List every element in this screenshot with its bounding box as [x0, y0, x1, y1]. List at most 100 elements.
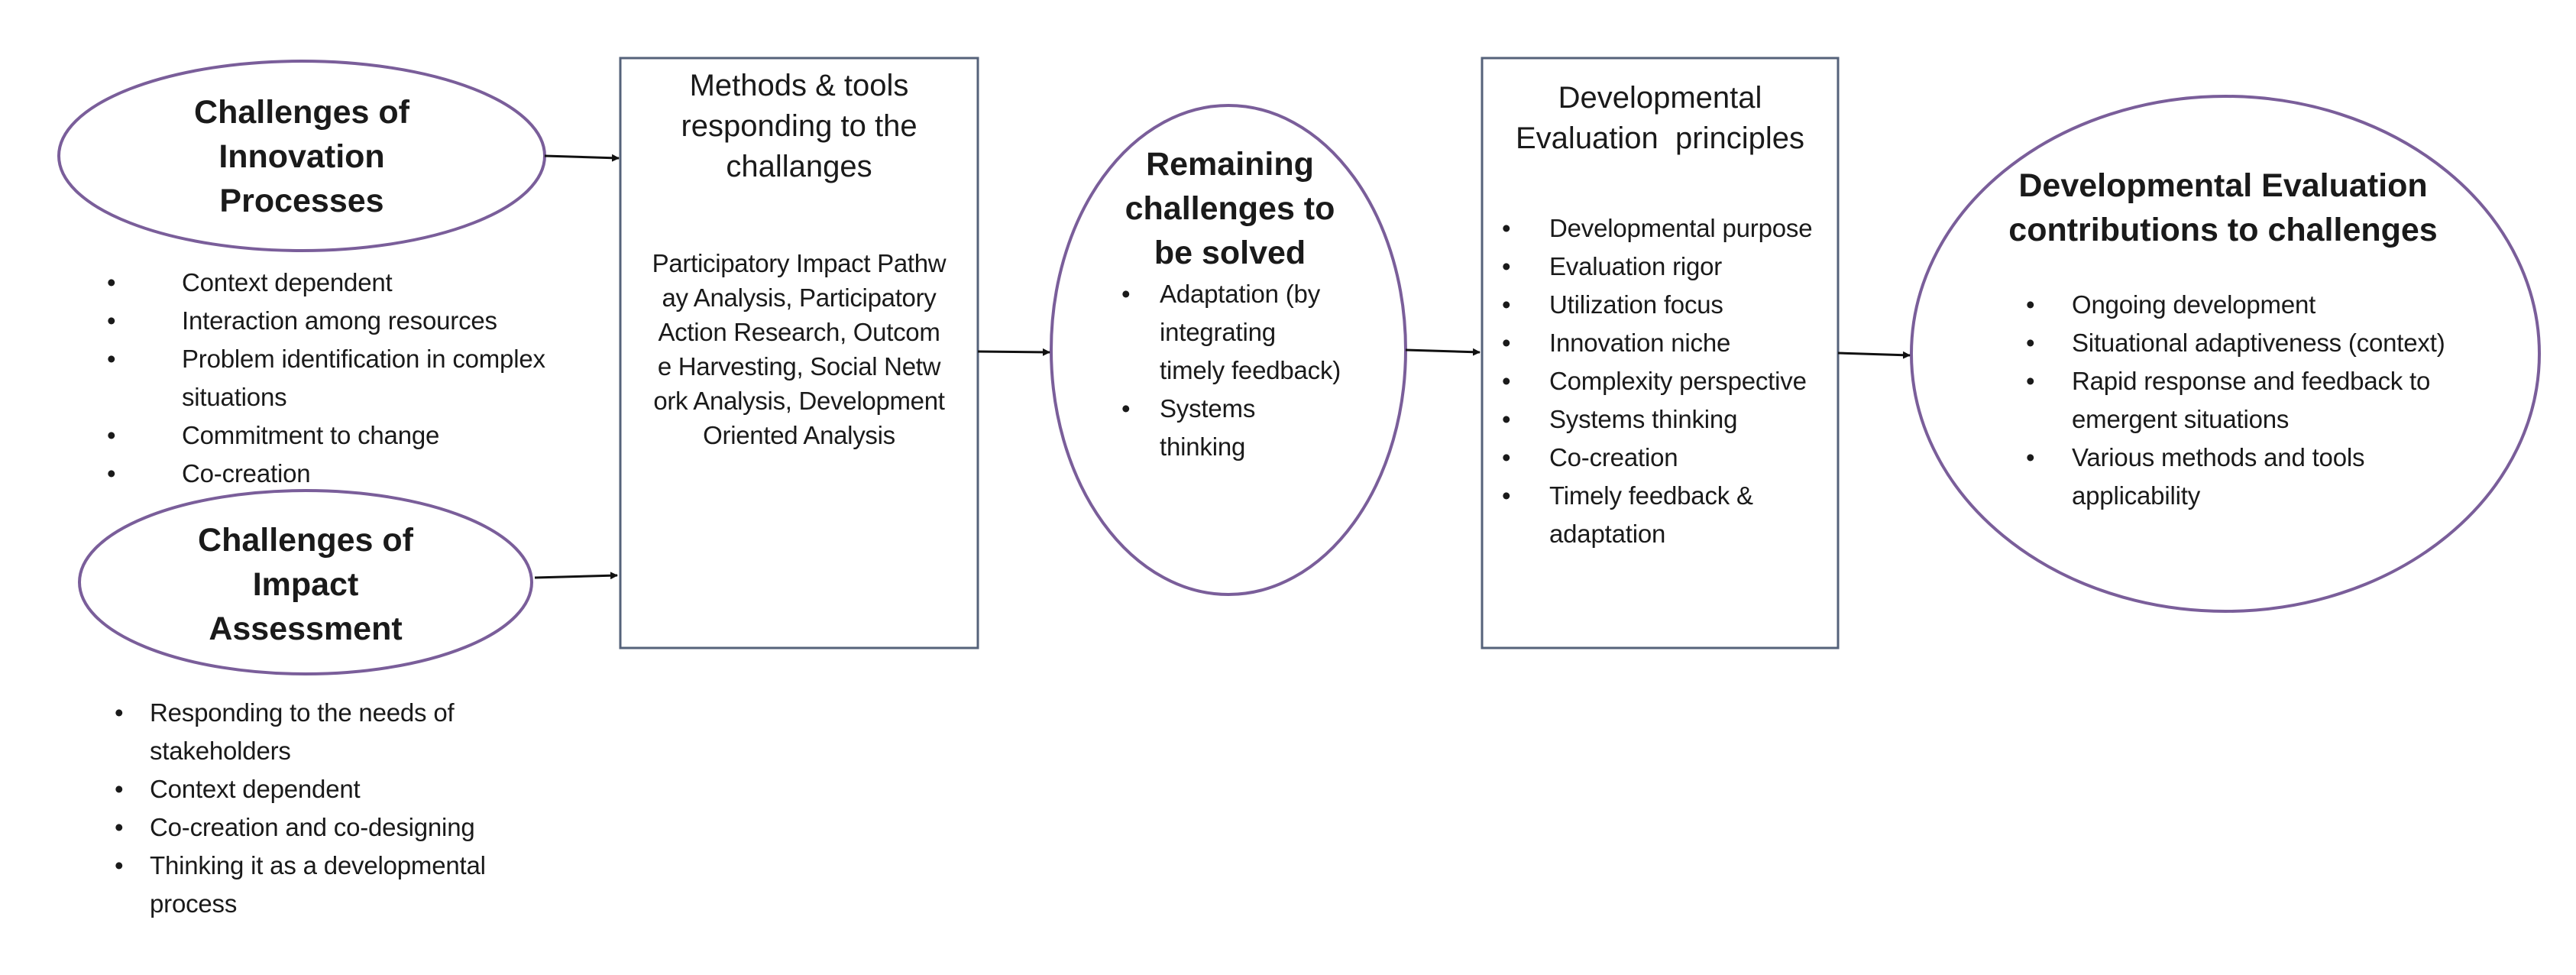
arrow-remaining-to-principles [1405, 348, 1481, 356]
list-item-text: Commitment to change [182, 421, 440, 449]
list-item-text: Co-creation and co-designing [150, 813, 475, 841]
list-item-text: Complexity perspective [1549, 367, 1807, 395]
list-item-text: Timely feedback & adaptation [1549, 481, 1753, 548]
body-line: Oriented Analysis [703, 421, 895, 449]
title-line: Evaluation principles [1516, 121, 1804, 155]
bullet-icon: • [107, 306, 116, 335]
bullet-icon: • [1502, 405, 1511, 433]
list-item: • Thinking it as a developmental process [115, 847, 512, 923]
title-line: Impact [252, 566, 359, 603]
list-item-text: Various methods and tools applicability [2072, 443, 2365, 510]
list-item-text: Context dependent [150, 775, 361, 803]
challenges-innovation-list: • Context dependent • Interaction among re… [107, 264, 581, 493]
bullet-icon: • [107, 268, 116, 296]
title-line: Developmental Evaluation [2018, 167, 2428, 204]
list-item: • Systems thinking [1121, 390, 1343, 466]
bullet-icon: • [2026, 290, 2035, 319]
title-line: Processes [219, 183, 384, 219]
list-item-text: Responding to the needs of stakeholders [150, 698, 455, 765]
list-item: • Situational adaptiveness (context) [2026, 324, 2454, 362]
bullet-icon: • [1502, 329, 1511, 357]
list-item: • Utilization focus [1502, 286, 1823, 324]
list-item: • Various methods and tools applicability [2026, 439, 2454, 515]
list-item-text: Interaction among resources [182, 306, 497, 335]
challenges-innovation-title: Challenges of Innovation Processes [122, 90, 481, 223]
list-item: • Context dependent [107, 264, 581, 302]
title-line: challanges [726, 150, 872, 183]
list-item-text: Evaluation rigor [1549, 252, 1723, 280]
body-line: e Harvesting, Social Netw [657, 352, 941, 381]
list-item: •Adaptation (by integrating timely feedb… [1121, 275, 1343, 390]
title-line: contributions to challenges [2008, 212, 2438, 248]
body-line: Action Research, Outcom [658, 318, 940, 346]
title-line: responding to the [681, 109, 917, 143]
list-item-text: Innovation niche [1549, 329, 1731, 357]
list-item-text: Utilization focus [1549, 290, 1723, 319]
bullet-icon: • [115, 851, 124, 879]
de-principles-list: •Developmental purpose • Evaluation rigor… [1502, 209, 1823, 553]
list-item-text: Problem identification in complex situat… [182, 345, 545, 411]
list-item: • Commitment to change [107, 416, 581, 455]
body-line: ay Analysis, Participatory [662, 283, 937, 312]
de-contributions-list: • Ongoing development • Situational adapti… [2026, 286, 2454, 515]
bullet-icon: • [2026, 329, 2035, 357]
body-line: Participatory Impact Pathw [652, 249, 947, 277]
de-principles-title: Developmental Evaluation principles [1488, 78, 1832, 159]
bullet-icon: • [1121, 394, 1131, 423]
title-line: challenges to [1125, 190, 1335, 227]
bullet-icon: • [2026, 367, 2035, 395]
bullet-icon: • [107, 345, 116, 373]
list-item: • Timely feedback & adaptation [1502, 477, 1823, 553]
list-item-text: Rapid response and feedback to emergent … [2072, 367, 2431, 433]
list-item-text: Co-creation [1549, 443, 1678, 471]
bullet-icon: • [115, 775, 124, 803]
de-contributions-ellipse [1910, 95, 2541, 613]
list-item: • Evaluation rigor [1502, 248, 1823, 286]
bullet-icon: • [1502, 481, 1511, 510]
de-principles-box [1481, 57, 1840, 649]
title-line: Methods & tools [689, 69, 909, 102]
title-line: Challenges of [198, 522, 413, 559]
list-item: • Systems thinking [1502, 400, 1823, 439]
bullet-icon: • [1121, 280, 1131, 308]
arrow-methods-to-remaining [977, 348, 1050, 356]
list-item: • Innovation niche [1502, 324, 1823, 362]
bullet-icon: • [1502, 290, 1511, 319]
title-line: be solved [1154, 235, 1306, 271]
list-item-text: Context dependent [182, 268, 393, 296]
de-contributions-title: Developmental Evaluation contributions t… [1956, 164, 2490, 252]
list-item: •Co-creation [107, 455, 581, 493]
list-item-text: Situational adaptiveness (context) [2072, 329, 2445, 357]
list-item-text: Systems thinking [1160, 394, 1256, 461]
list-item: •Developmental purpose [1502, 209, 1823, 248]
list-item: • Problem identification in complex situa… [107, 340, 581, 416]
list-item-text: Ongoing development [2072, 290, 2316, 319]
body-line: ork Analysis, Development [653, 387, 945, 415]
bullet-icon: • [1502, 252, 1511, 280]
title-line: Challenges of [194, 94, 409, 131]
arrow-principles-to-contributions [1837, 351, 1911, 359]
bullet-icon: • [2026, 443, 2035, 471]
list-item: • Rapid response and feedback to emergent… [2026, 362, 2454, 439]
challenges-impact-ellipse [78, 489, 533, 675]
remaining-challenges-list: •Adaptation (by integrating timely feedb… [1121, 275, 1343, 466]
list-item: • Ongoing development [2026, 286, 2454, 324]
methods-tools-box [619, 57, 979, 649]
list-item: • Context dependent [115, 770, 512, 808]
methods-tools-body: Participatory Impact Pathw ay Analysis, … [626, 246, 972, 452]
list-item-text: Thinking it as a developmental process [150, 851, 486, 918]
list-item: •Co-creation [1502, 439, 1823, 477]
bullet-icon: • [1502, 214, 1511, 242]
list-item: •Responding to the needs of stakeholders [115, 694, 512, 770]
challenges-impact-list: •Responding to the needs of stakeholders… [115, 694, 512, 923]
challenges-impact-title: Challenges of Impact Assessment [134, 518, 477, 651]
bullet-icon: • [115, 813, 124, 841]
list-item: • Co-creation and co-designing [115, 808, 512, 847]
title-line: Assessment [209, 611, 403, 647]
bullet-icon: • [107, 459, 116, 488]
bullet-icon: • [107, 421, 116, 449]
list-item: •Complexity perspective [1502, 362, 1823, 400]
list-item-text: Systems thinking [1549, 405, 1738, 433]
title-line: Developmental [1558, 81, 1762, 115]
